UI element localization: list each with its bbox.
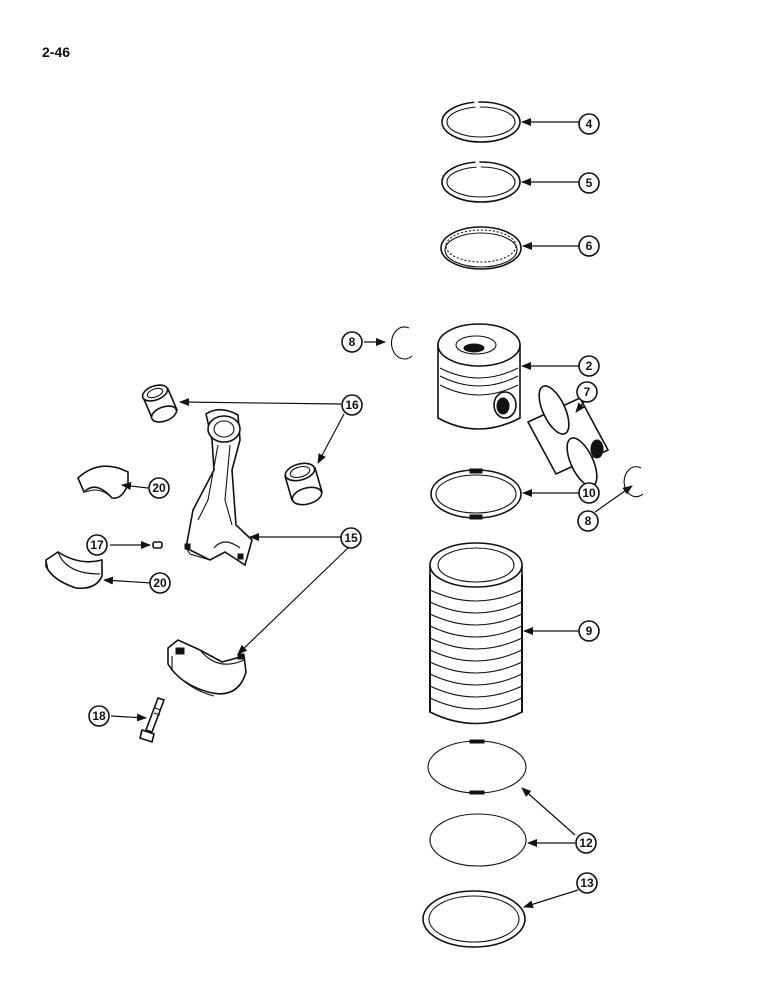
callout-circle	[578, 355, 600, 377]
callout-circle	[148, 477, 170, 499]
piston	[437, 323, 521, 430]
callout-number: 8	[349, 335, 356, 349]
callout-number: 2	[586, 359, 593, 373]
callout-circle	[578, 235, 600, 257]
callout-8: 8	[577, 510, 599, 532]
liner-seal-lower	[422, 890, 526, 948]
callout-10: 10	[578, 482, 600, 504]
callout-circle	[578, 172, 600, 194]
callout-20: 20	[149, 572, 171, 594]
callout-circle	[578, 482, 600, 504]
cylinder-liner	[429, 542, 523, 725]
callout-20: 20	[148, 477, 170, 499]
callout-circle	[575, 832, 597, 854]
liner-o-ring-lower	[429, 813, 527, 867]
callout-circle	[340, 527, 362, 549]
callout-13: 13	[576, 872, 598, 894]
liner-seal-ring	[430, 468, 522, 520]
callout-number: 12	[579, 836, 593, 850]
dowel-pin	[152, 541, 163, 549]
callout-15: 15	[340, 527, 362, 549]
snap-ring-left	[390, 326, 413, 360]
callout-8: 8	[341, 331, 363, 353]
callout-circle	[86, 534, 108, 556]
connecting-rod	[184, 408, 253, 567]
callout-circle	[578, 113, 600, 135]
callout-9: 9	[578, 620, 600, 642]
connecting-rod-bolt	[139, 696, 166, 744]
callout-number: 9	[586, 624, 593, 638]
callout-16: 16	[341, 394, 363, 416]
callout-number: 15	[344, 531, 358, 545]
callout-circle	[341, 331, 363, 353]
callout-4: 4	[578, 113, 600, 135]
callout-circle	[577, 510, 599, 532]
snap-ring-right	[623, 466, 644, 498]
callout-circle	[576, 872, 598, 894]
callout-number: 20	[153, 576, 167, 590]
bushing-right	[284, 462, 323, 506]
callout-labels: 4 5 6 8 2 7 16 20 10 8 17 15 20 9 18 12 13	[86, 113, 600, 894]
piston-ring-second	[441, 160, 521, 203]
piston-ring-top	[441, 100, 521, 143]
callout-number: 13	[580, 876, 594, 890]
callout-18: 18	[88, 705, 110, 727]
callout-circle	[149, 572, 171, 594]
bearing-shell-upper	[77, 465, 129, 500]
callout-circle	[576, 381, 598, 403]
callout-6: 6	[578, 235, 600, 257]
liner-o-ring-upper	[427, 739, 527, 795]
callout-2: 2	[578, 355, 600, 377]
callout-7: 7	[576, 381, 598, 403]
callout-number: 18	[92, 709, 106, 723]
callout-number: 8	[585, 514, 592, 528]
callout-number: 16	[345, 398, 359, 412]
page-number: 2-46	[42, 44, 71, 60]
bearing-shell-lower	[45, 551, 103, 590]
callout-circle	[341, 394, 363, 416]
leader-lines	[103, 118, 633, 909]
callout-number: 5	[586, 176, 593, 190]
callout-number: 7	[584, 385, 591, 399]
callout-12: 12	[575, 832, 597, 854]
callout-17: 17	[86, 534, 108, 556]
callout-number: 6	[586, 239, 593, 253]
callout-circle	[578, 620, 600, 642]
piston-pin	[526, 385, 610, 487]
callout-number: 17	[90, 538, 104, 552]
bushing-left	[141, 384, 179, 423]
callout-number: 4	[586, 117, 593, 131]
callout-5: 5	[578, 172, 600, 194]
callout-circle	[88, 705, 110, 727]
connecting-rod-cap	[167, 639, 247, 697]
oil-control-ring	[440, 226, 522, 270]
callout-number: 10	[582, 486, 596, 500]
callout-number: 20	[152, 481, 166, 495]
